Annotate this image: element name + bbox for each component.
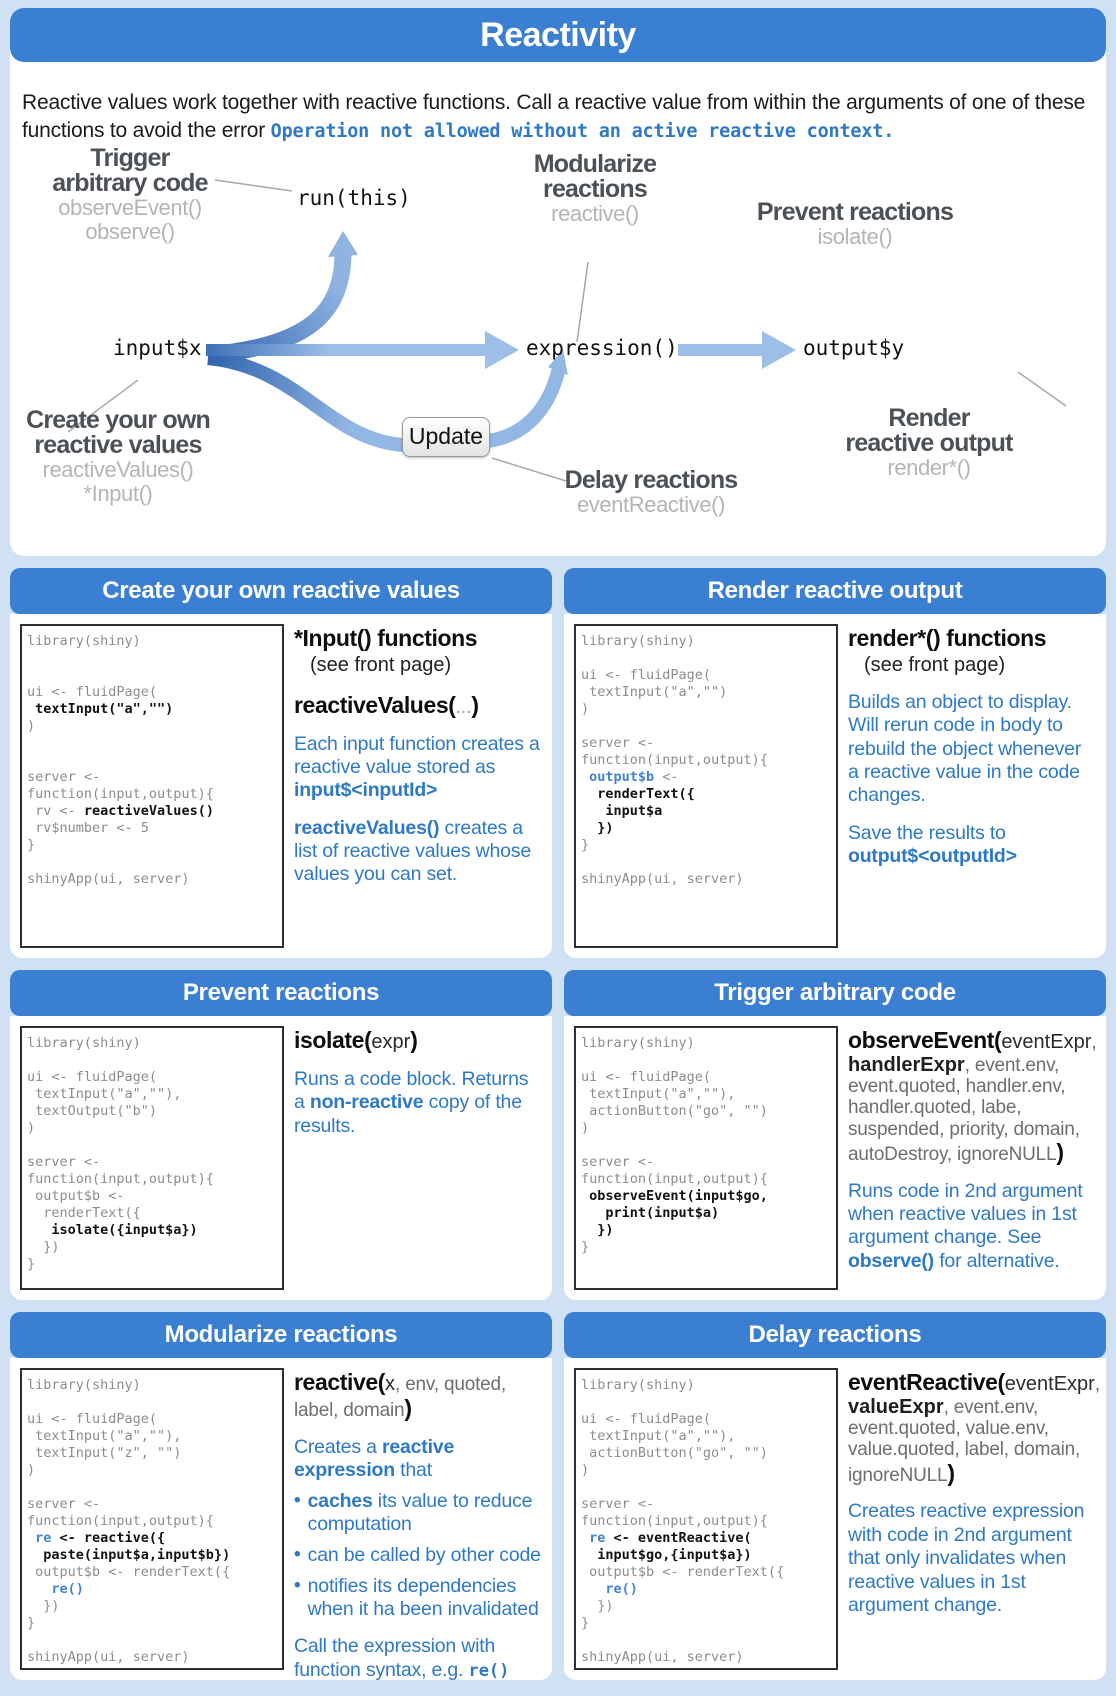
arrow-expression-to-output xyxy=(678,331,796,369)
diagram-node-output: output$y xyxy=(803,336,905,360)
page-title: Reactivity xyxy=(10,8,1106,62)
diagram-node-run-this: run(this) xyxy=(297,186,411,210)
panel-create-reactive-values: Create your own reactive values library(… xyxy=(10,568,552,958)
panel-grid: Create your own reactive values library(… xyxy=(10,568,1106,1681)
panel-title: Prevent reactions xyxy=(10,970,552,1016)
panel-render-reactive-output: Render reactive output library(shiny) ui… xyxy=(564,568,1106,958)
diagram-label-prevent: Prevent reactions isolate() xyxy=(756,198,954,249)
code-example: library(shiny) ui <- fluidPage( textInpu… xyxy=(574,1368,838,1670)
code-example: library(shiny) ui <- fluidPage( textInpu… xyxy=(20,1026,284,1290)
arrow-input-to-run xyxy=(207,253,352,364)
arrow-input-to-update xyxy=(207,351,405,452)
label-connector-lines xyxy=(67,179,1067,482)
diagram-node-expression: expression() xyxy=(526,336,678,360)
panel-title: Render reactive output xyxy=(564,568,1106,614)
panel-docs: eventReactive(eventExpr, valueExpr, even… xyxy=(848,1369,1100,1616)
update-button[interactable]: Update xyxy=(402,417,490,457)
panel-modularize-reactions: Modularize reactions library(shiny) ui <… xyxy=(10,1312,552,1681)
panel-title: Trigger arbitrary code xyxy=(564,970,1106,1016)
diagram-label-delay: Delay reactions eventReactive() xyxy=(564,466,739,517)
intro-text: Reactive values work together with react… xyxy=(22,89,1094,144)
code-example: library(shiny) ui <- fluidPage( textInpu… xyxy=(20,1368,284,1670)
panel-title: Modularize reactions xyxy=(10,1312,552,1358)
panel-docs: *Input() functions(see front page)reacti… xyxy=(294,625,540,886)
code-example: library(shiny) ui <- fluidPage( textInpu… xyxy=(574,1026,838,1290)
panel-delay-reactions: Delay reactions library(shiny) ui <- flu… xyxy=(564,1312,1106,1680)
diagram-node-input: input$x xyxy=(113,336,202,360)
intro-plain: Reactive values work together with react… xyxy=(22,91,1086,142)
arrow-input-to-expression xyxy=(206,331,519,369)
arrow-update-to-expression xyxy=(486,366,566,448)
code-example: library(shiny) ui <- fluidPage( textInpu… xyxy=(20,624,284,948)
panel-prevent-reactions: Prevent reactions library(shiny) ui <- f… xyxy=(10,970,552,1300)
panel-docs: reactive(x, env, quoted, label, domain)C… xyxy=(294,1369,541,1681)
panel-trigger-arbitrary-code: Trigger arbitrary code library(shiny) ui… xyxy=(564,970,1106,1300)
panel-docs: render*() functions(see front page)Build… xyxy=(848,625,1082,868)
reactivity-overview-section: Reactivity Reactive values work together… xyxy=(10,8,1106,556)
intro-error-code: Operation not allowed without an active … xyxy=(270,120,895,142)
panel-title: Create your own reactive values xyxy=(10,568,552,614)
code-example: library(shiny) ui <- fluidPage( textInpu… xyxy=(574,624,838,948)
panel-title: Delay reactions xyxy=(564,1312,1106,1358)
flow-arrows-graphic xyxy=(67,179,1067,482)
panel-docs: observeEvent(eventExpr, handlerExpr, eve… xyxy=(848,1027,1097,1272)
reactivity-flow-diagram: input$x expression() output$y run(this) … xyxy=(10,134,1106,556)
panel-docs: isolate(expr)Runs a code block. Returns … xyxy=(294,1027,529,1137)
